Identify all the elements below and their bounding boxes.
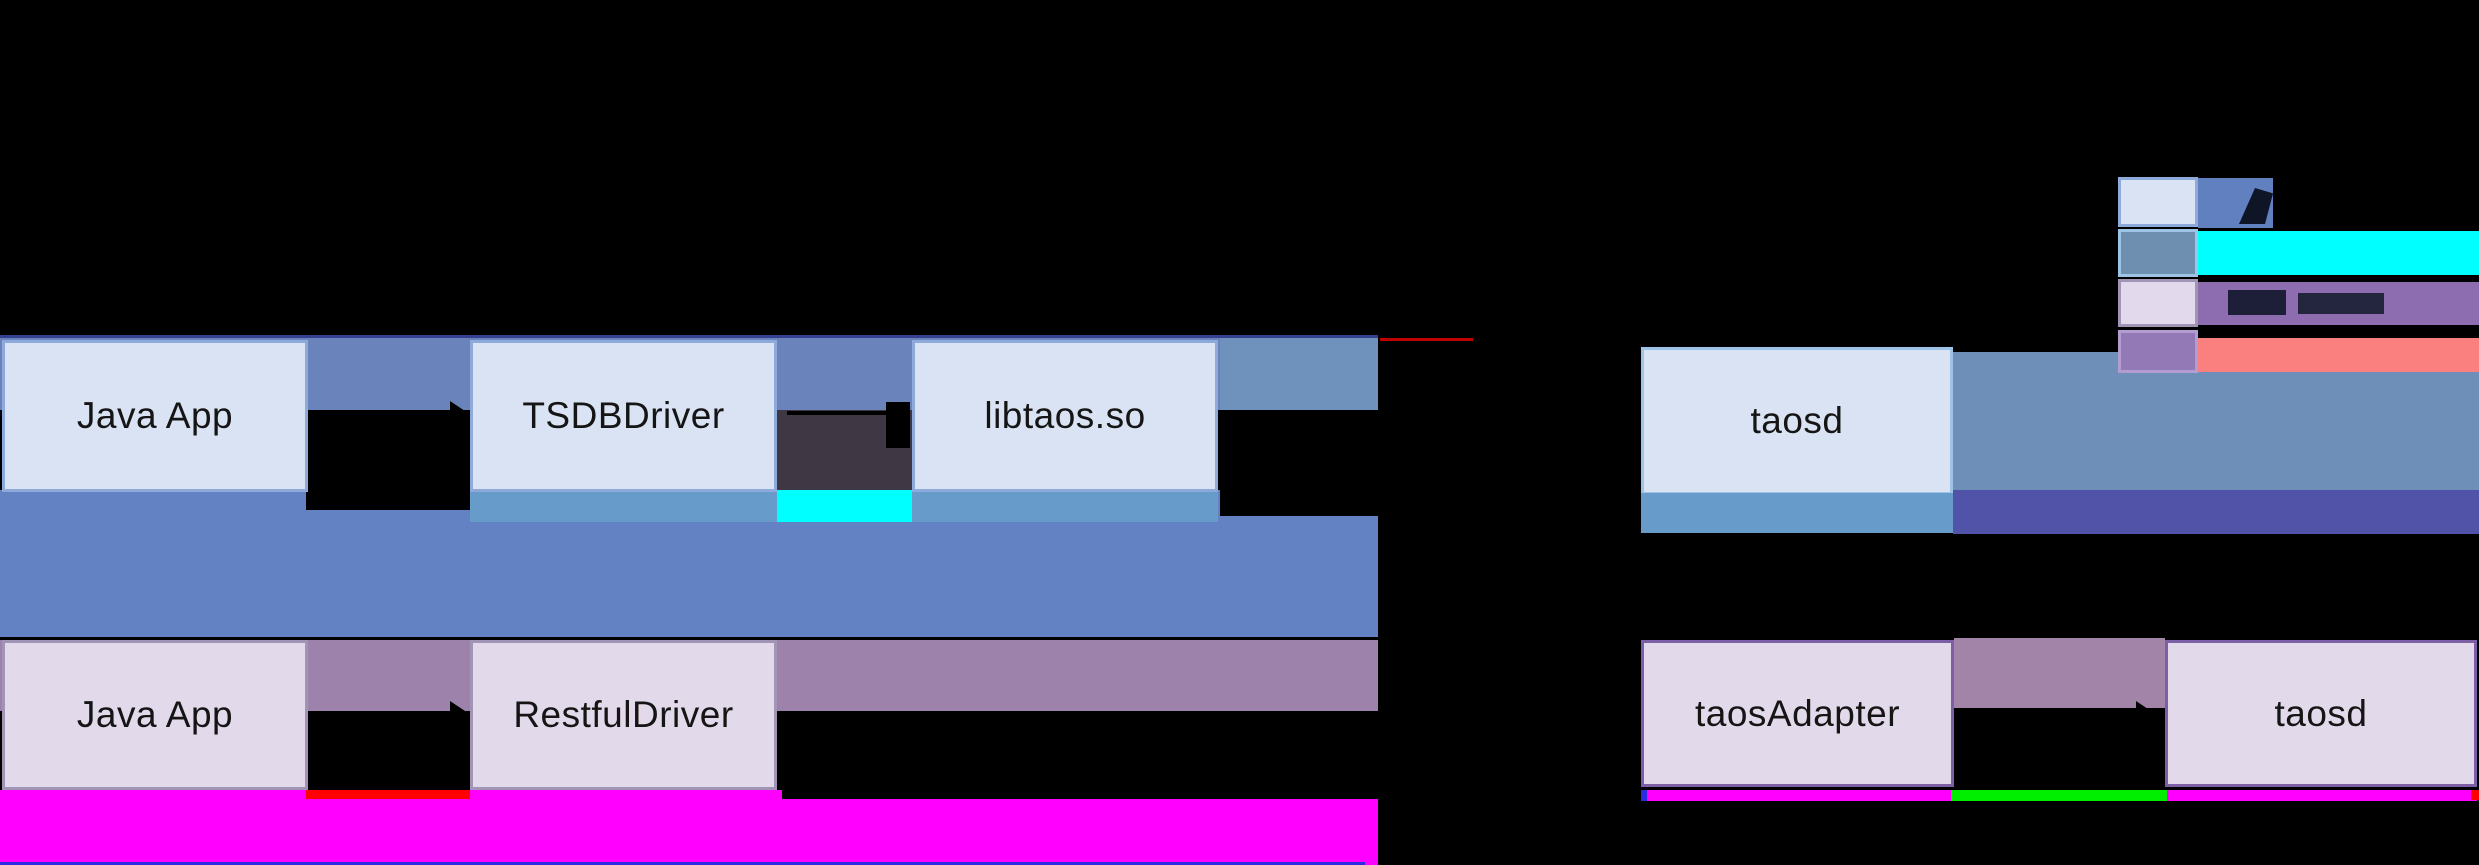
rest-gap-band	[1954, 638, 2165, 708]
top-band-edge	[0, 335, 1378, 338]
strip-under-libtaos	[912, 490, 1218, 522]
red-sliver	[2471, 790, 2479, 800]
legend-band-cyan	[2198, 231, 2479, 275]
taosd-rest-label: taosd	[2274, 692, 2368, 734]
arrowhead-restfuldriver	[450, 701, 468, 725]
arrowhead-taosadapter	[1620, 701, 1638, 725]
strip-under-tsdbdriver	[470, 490, 777, 522]
magenta-strip-under-taosadapter	[1641, 790, 1951, 801]
indigo-strip	[1953, 490, 2479, 534]
right-text-area	[1220, 410, 1378, 516]
libtaos-box: libtaos.so	[912, 340, 1218, 492]
legend-swatch-mauve	[2118, 330, 2198, 373]
taosd-rest-box: taosd	[2165, 640, 2477, 787]
gap1-text-area	[306, 410, 470, 510]
libtaos-label: libtaos.so	[984, 395, 1146, 436]
strip-under-taosd	[1641, 493, 1953, 533]
red-connector-line	[1380, 338, 1473, 341]
arrow-tsdbdriver-to-libtaos	[787, 411, 887, 415]
legend-band-salmon	[2198, 338, 2479, 372]
arrowhead-taosd-rest	[2136, 701, 2154, 725]
legend-glyph-fragment-2	[2228, 290, 2286, 315]
java-app-jni-label: Java App	[76, 395, 234, 436]
arrowhead-taosd	[1620, 401, 1638, 425]
legend-swatch-lavender	[2118, 279, 2198, 327]
legend-swatch-light-blue	[2118, 177, 2198, 227]
taosd-jni-label: taosd	[1750, 400, 1844, 441]
cyan-strip	[777, 490, 912, 522]
arrow-libtaos-to-taosd	[1228, 411, 1624, 415]
arrow-restfuldriver-to-taosadapter	[1380, 711, 1624, 715]
taosadapter-label: taosAdapter	[1694, 692, 1901, 734]
arrow-javaapp-to-restfuldriver	[316, 711, 454, 715]
legend-glyph-fragment-3	[2298, 293, 2384, 314]
legend-swatch-slate	[2118, 229, 2198, 277]
green-strip	[1951, 790, 2167, 801]
red-strip	[306, 790, 470, 799]
blue-sliver	[1641, 790, 1647, 801]
tsdbdriver-label: TSDBDriver	[522, 395, 725, 436]
arrow-taosadapter-to-taosd	[1960, 711, 2140, 715]
bottom-blue-line	[0, 862, 1365, 865]
taosd-jni-box: taosd	[1641, 347, 1953, 495]
java-app-jni-box: Java App	[2, 340, 308, 492]
arrowhead-libtaos-block	[886, 402, 910, 448]
jni-highlight-band-right	[1220, 338, 1378, 410]
taosadapter-box: taosAdapter	[1641, 640, 1954, 787]
taosd-slate-band	[1953, 352, 2479, 490]
arrow-javaapp-to-tsdbdriver	[316, 411, 454, 415]
arrowhead-tsdbdriver	[450, 401, 468, 425]
black-strip-over-magenta	[782, 790, 1378, 799]
tsdbdriver-box: TSDBDriver	[470, 340, 777, 492]
rest-magenta-band	[0, 790, 1378, 865]
java-app-rest-box: Java App	[2, 640, 308, 790]
java-app-rest-label: Java App	[76, 694, 234, 735]
magenta-strip-under-taosd	[2167, 790, 2477, 801]
restfuldriver-label: RestfulDriver	[513, 694, 734, 735]
restfuldriver-box: RestfulDriver	[470, 640, 777, 790]
